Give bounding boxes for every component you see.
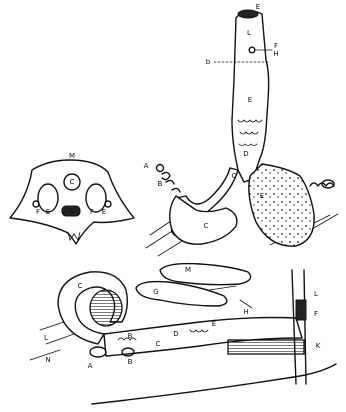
upper-left-coil xyxy=(162,172,180,192)
label-lower-l-right: L xyxy=(314,290,318,298)
label-lower-m: M xyxy=(185,266,191,274)
label-lower-b2: B xyxy=(128,358,133,366)
label-cross-c: C xyxy=(70,178,75,186)
label-lower-k: K xyxy=(316,342,321,350)
label-upper-e-stem: E xyxy=(248,96,252,104)
label-lower-a: A xyxy=(88,362,93,370)
label-lower-e: E xyxy=(212,320,216,328)
label-lower-c: C xyxy=(78,282,83,290)
lower-h-line xyxy=(240,300,252,308)
label-upper-a: A xyxy=(144,162,149,170)
label-cross-b: B xyxy=(69,207,74,215)
lower-f-plug xyxy=(296,300,306,320)
lower-duct-drawing: M G C L N A B B C D E H L F K xyxy=(30,264,336,404)
lower-k-band xyxy=(228,340,304,354)
label-upper-l-top: L xyxy=(247,29,251,37)
upper-duct-drawing: E L F H b E D A B C C E xyxy=(144,3,338,256)
cross-section-drawing: M C F E B F E xyxy=(10,152,134,244)
upper-top-cap xyxy=(238,10,258,18)
label-lower-f: F xyxy=(314,310,318,318)
lower-m-gland xyxy=(160,264,251,285)
lower-bottom-curve xyxy=(92,364,336,404)
label-lower-b: B xyxy=(128,332,133,340)
label-upper-b-left: B xyxy=(158,180,163,188)
label-lower-h: H xyxy=(243,308,248,316)
label-lower-c2: C xyxy=(156,340,161,348)
label-upper-e-right: E xyxy=(260,192,264,200)
label-upper-d-stem: D xyxy=(243,150,248,158)
cross-section-outline xyxy=(10,160,134,244)
lower-a-blob xyxy=(90,347,106,357)
label-lower-g: G xyxy=(153,288,158,296)
label-cross-e-left: E xyxy=(46,208,50,216)
label-upper-c-inner: C xyxy=(232,172,237,180)
label-lower-n: N xyxy=(45,356,50,364)
label-upper-b: b xyxy=(206,58,211,66)
label-upper-f: F xyxy=(274,42,278,50)
upper-right-bulb xyxy=(249,164,314,246)
label-cross-e-right: E xyxy=(102,208,106,216)
label-cross-m: M xyxy=(69,152,75,160)
label-cross-f-left: F xyxy=(36,208,40,216)
label-upper-e-top: E xyxy=(256,3,260,11)
lower-loop-oval xyxy=(90,290,122,326)
label-upper-c-lower: C xyxy=(204,222,209,230)
label-upper-h: H xyxy=(273,50,278,58)
label-cross-f-right: F xyxy=(90,208,94,216)
upper-a-ball xyxy=(157,165,164,172)
label-lower-d: D xyxy=(173,330,178,338)
label-lower-l-left: L xyxy=(44,334,48,342)
